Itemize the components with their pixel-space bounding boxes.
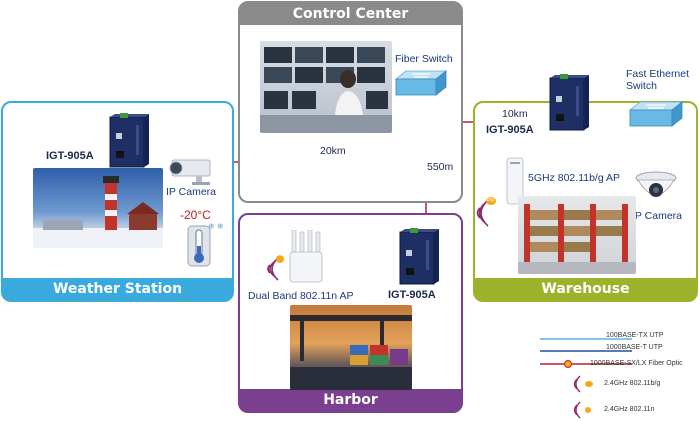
legend-wifi-n-dot	[585, 407, 591, 413]
legend-fiber-label: 1000BASE-SX/LX Fiber Optic	[590, 360, 683, 367]
ip-camera-weather-label: IP Camera	[166, 186, 216, 198]
warehouse-title: Warehouse	[475, 278, 696, 300]
legend-wifi-bg-dot	[585, 381, 593, 387]
fast-ethernet-switch-device[interactable]	[626, 100, 684, 130]
igt-warehouse-device[interactable]	[548, 74, 590, 132]
fast-ethernet-switch-label: Fast Ethernet Switch	[626, 68, 690, 92]
control-center-panel: Control Center Fiber Switch 20km 550m	[238, 1, 463, 203]
legend-wifi-bg-label: 2.4GHz 802.11b/g	[604, 380, 661, 387]
snowflake-icon: ❄ ❄	[208, 222, 224, 231]
ap-dual-band-device[interactable]	[286, 230, 326, 286]
igt-warehouse-label: IGT-905A	[486, 124, 534, 136]
thermometer-icon	[186, 224, 216, 270]
control-center-title: Control Center	[240, 3, 461, 25]
fiber-switch-label: Fiber Switch	[395, 53, 453, 65]
wifi-n-badge: n	[278, 252, 282, 258]
weather-station-title: Weather Station	[3, 278, 232, 300]
igt-weather-device[interactable]	[108, 113, 150, 169]
igt-harbor-label: IGT-905A	[388, 289, 436, 301]
igt-harbor-device[interactable]	[398, 228, 440, 286]
lighthouse-photo	[33, 168, 163, 248]
ip-camera-warehouse-label: IP Camera	[632, 210, 682, 222]
wifi-bg-badge: b/g	[487, 197, 494, 203]
warehouse-photo	[518, 196, 636, 274]
legend-wifi-bg-icon	[573, 375, 581, 393]
harbor-title: Harbor	[240, 389, 461, 411]
ap-5ghz-label: 5GHz 802.11b/g AP	[528, 172, 621, 184]
igt-weather-label: IGT-905A	[46, 150, 94, 162]
legend-tx-label: 100BASE-TX UTP	[606, 332, 664, 339]
control-room-photo	[260, 41, 392, 133]
wifi-signal-harbor-icon	[256, 254, 286, 284]
wifi-signal-warehouse-icon	[464, 196, 496, 230]
harbor-distance-label: 550m	[427, 161, 454, 173]
temperature-label: -20°C	[180, 208, 211, 222]
legend-wifi-n-label: 2.4GHz 802.11n	[604, 406, 655, 413]
ip-camera-warehouse-device[interactable]	[634, 170, 678, 206]
weather-distance-label: 20km	[320, 145, 346, 157]
ap-dual-band-label: Dual Band 802.11n AP	[248, 290, 354, 302]
warehouse-distance-label: 10km	[502, 108, 528, 120]
ip-camera-weather-device[interactable]	[166, 158, 216, 186]
legend-t-label: 1000BASE-T UTP	[606, 344, 663, 351]
ap-5ghz-device[interactable]	[504, 156, 526, 206]
legend-fiber-connector	[564, 360, 572, 368]
harbor-photo	[290, 305, 412, 390]
fiber-switch-device[interactable]	[392, 69, 448, 99]
legend-wifi-n-icon	[573, 401, 581, 419]
